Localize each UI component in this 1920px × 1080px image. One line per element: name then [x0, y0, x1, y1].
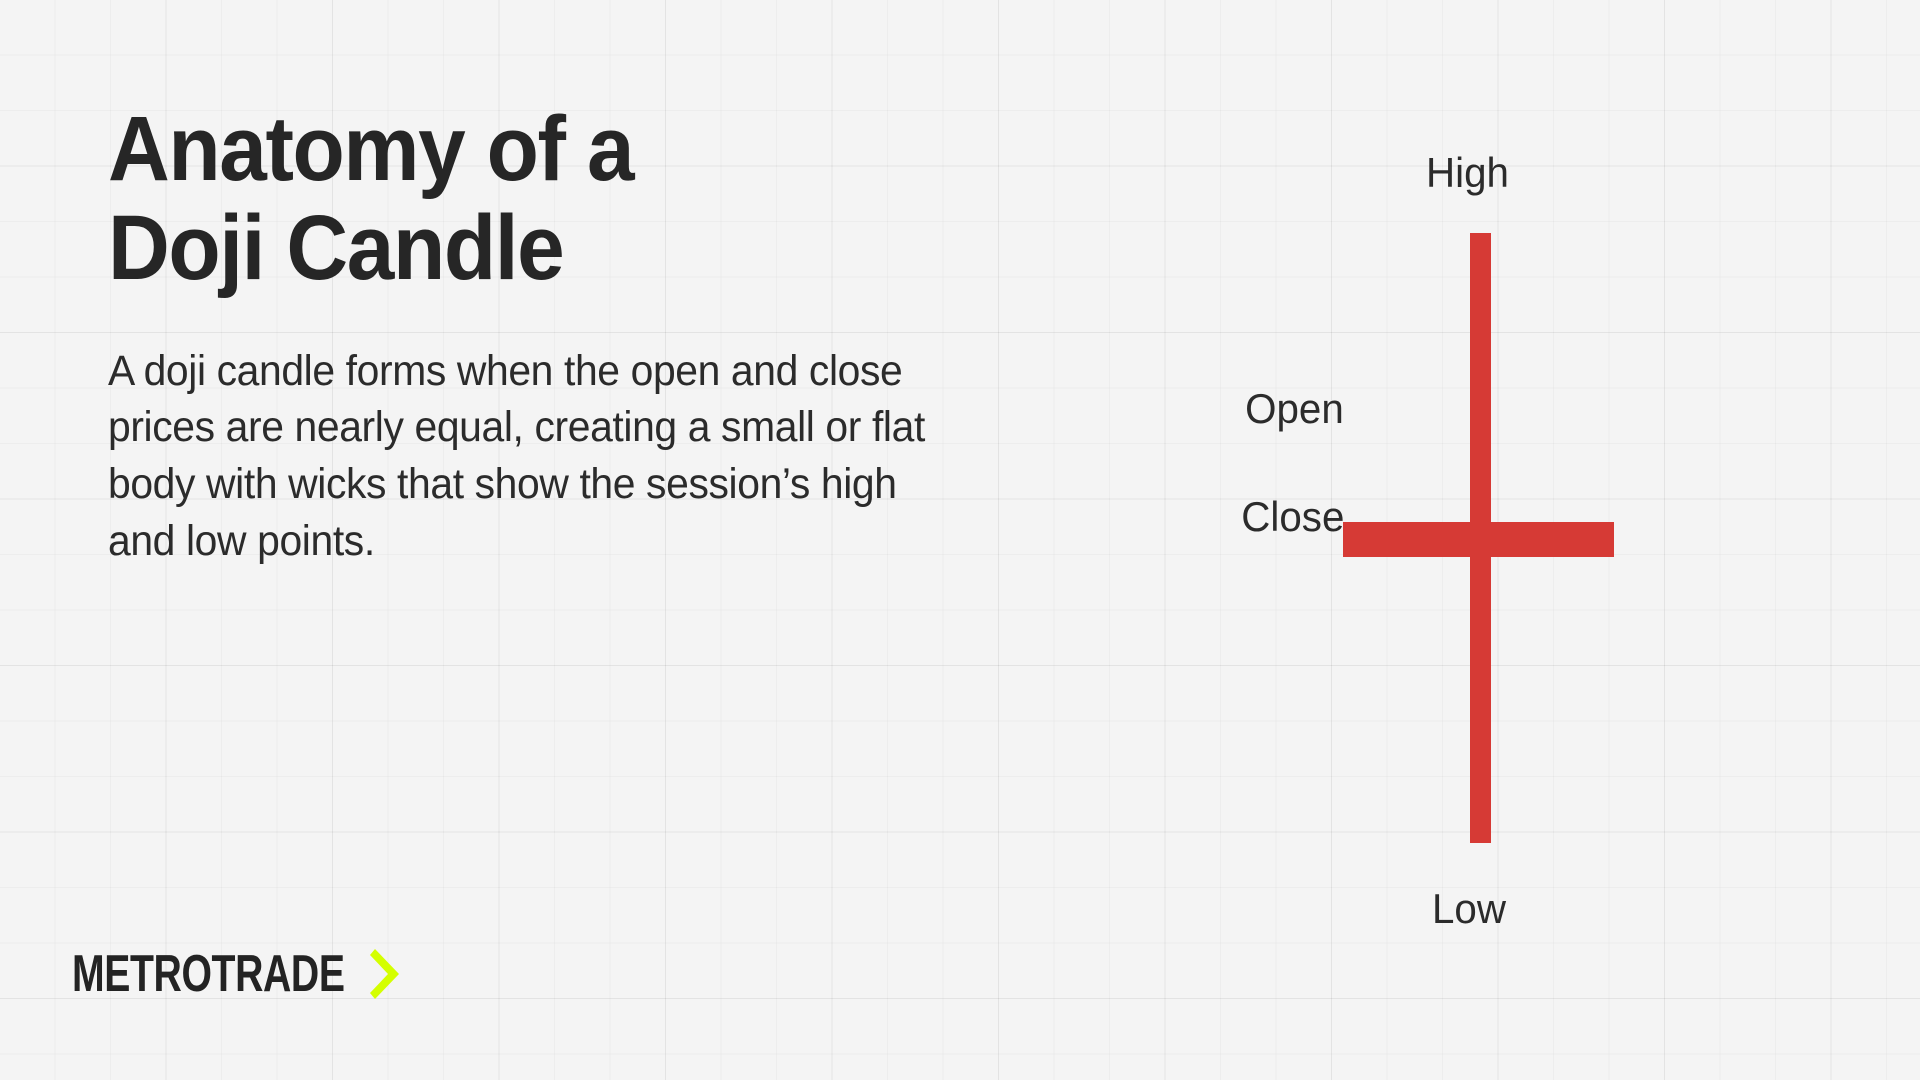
brand-wordmark: METROTRADE	[72, 945, 345, 1003]
text-column: Anatomy of a Doji Candle A doji candle f…	[108, 98, 988, 570]
label-open: Open	[1245, 385, 1344, 432]
label-low: Low	[1432, 885, 1506, 932]
doji-candle-diagram: High Open Close Low	[1180, 110, 1740, 950]
page-title: Anatomy of a Doji Candle	[108, 98, 635, 300]
label-high: High	[1426, 149, 1509, 196]
candle-body	[1343, 522, 1614, 557]
description-paragraph: A doji candle forms when the open and cl…	[108, 346, 925, 565]
brand-logo: METROTRADE	[72, 945, 405, 1003]
chevron-right-icon	[369, 946, 405, 1002]
label-close: Close	[1240, 493, 1344, 540]
